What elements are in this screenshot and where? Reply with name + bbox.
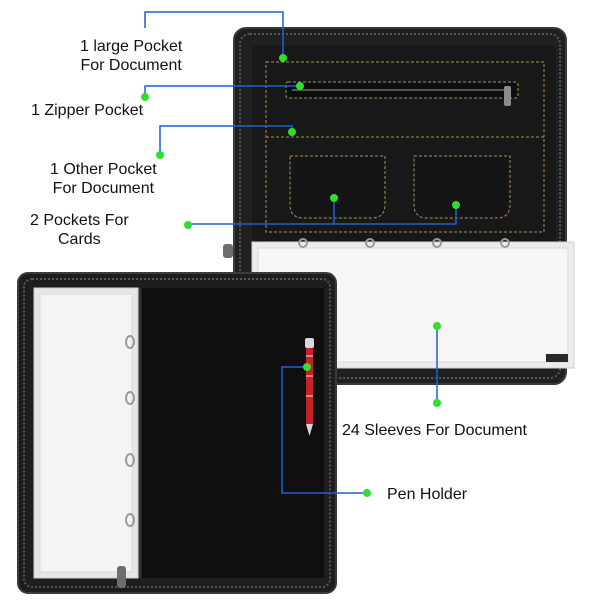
green-dot-marker xyxy=(141,93,149,101)
green-dot-marker xyxy=(330,194,338,202)
callout-sleeves: 24 Sleeves For Document xyxy=(342,421,527,440)
card-pocket-right xyxy=(413,155,511,219)
card-pocket-left xyxy=(289,155,386,219)
green-dot-marker xyxy=(433,322,441,330)
callout-card-pockets-line1: 2 Pockets For xyxy=(30,212,129,229)
callout-large-pocket-line1: 1 large Pocket xyxy=(80,38,183,55)
bottom-binder-ring-icon xyxy=(125,335,135,527)
pen-icon xyxy=(305,338,314,436)
marker-dots xyxy=(141,54,460,497)
callout-large-pocket: 1 large Pocket For Document xyxy=(80,37,182,75)
callout-zipper-pocket-line1: 1 Zipper Pocket xyxy=(31,102,144,119)
callout-card-pockets: 2 Pockets For Cards xyxy=(30,211,129,249)
callout-other-pocket: 1 Other Pocket For Document xyxy=(50,160,157,198)
callout-card-pockets-line2: Cards xyxy=(58,231,101,248)
top-folio-zipper-track xyxy=(239,33,561,379)
callout-other-pocket-line1: 1 Other Pocket xyxy=(50,161,157,178)
callout-pen-holder-line1: Pen Holder xyxy=(387,486,468,503)
binder-ring-icon xyxy=(298,238,510,248)
callout-pen-holder: Pen Holder xyxy=(387,485,467,504)
zipper-pull-icon xyxy=(504,86,511,106)
green-dot-marker xyxy=(363,489,371,497)
callout-zipper-pocket: 1 Zipper Pocket xyxy=(31,101,143,120)
large-pocket xyxy=(265,61,545,233)
green-dot-marker xyxy=(452,201,460,209)
green-dot-marker xyxy=(156,151,164,159)
top-zipper-pull-icon xyxy=(223,244,233,258)
green-dot-marker xyxy=(288,128,296,136)
bottom-inner-panel xyxy=(140,288,324,578)
callout-large-pocket-line2: For Document xyxy=(80,57,182,74)
bottom-zipper-pull-icon xyxy=(117,566,126,588)
bottom-folio xyxy=(17,272,337,594)
green-dot-marker xyxy=(303,363,311,371)
green-dot-marker xyxy=(279,54,287,62)
green-dot-marker xyxy=(184,221,192,229)
callout-sleeves-line1: 24 Sleeves For Document xyxy=(342,422,527,439)
green-dot-marker xyxy=(433,399,441,407)
callout-other-pocket-line2: For Document xyxy=(52,180,155,197)
green-dot-marker xyxy=(296,82,304,90)
